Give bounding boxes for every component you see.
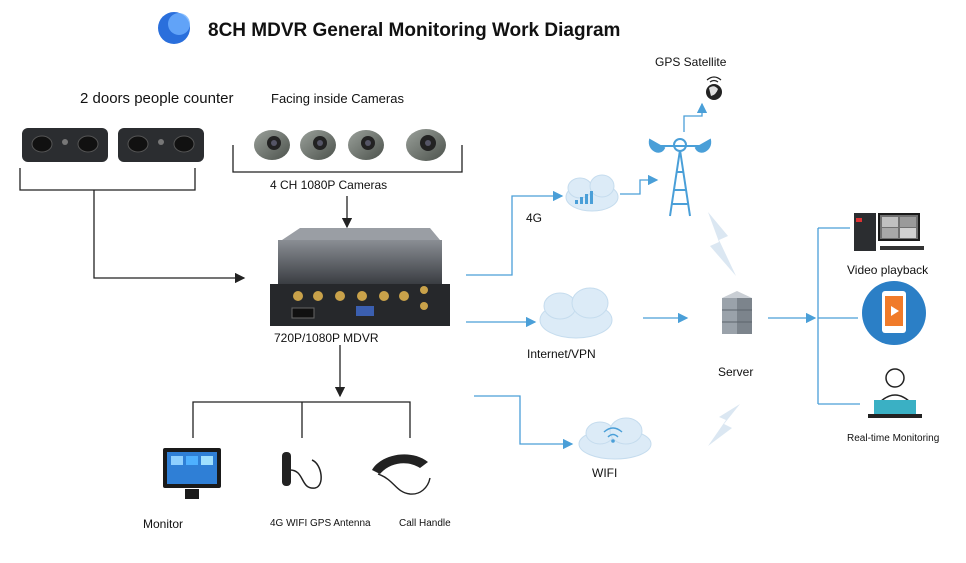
wifi-label: WIFI <box>592 466 618 480</box>
monitor-icon <box>163 448 221 499</box>
lightning-icon <box>708 212 736 276</box>
phone-icon <box>862 281 926 345</box>
cloud-icon <box>578 417 652 460</box>
server-icon <box>722 291 752 334</box>
antenna-icon <box>282 452 322 489</box>
counter-to-mdvr-arrow <box>93 190 246 284</box>
inside-cameras-label: Facing inside Cameras <box>271 91 404 106</box>
people-counter-icon <box>118 128 204 162</box>
video-playback-label: Video playback <box>847 263 929 277</box>
server-label: Server <box>718 365 754 379</box>
4g-label: 4G <box>526 211 543 225</box>
mdvr-box-icon <box>270 228 450 326</box>
page-title: 8CH MDVR General Monitoring Work Diagram <box>208 20 621 41</box>
people-counter-bracket <box>19 168 196 191</box>
internet-label: Internet/VPN <box>527 347 596 361</box>
people-counter-label: 2 doors people counter <box>80 90 234 107</box>
dome-camera-icon <box>406 129 446 161</box>
call-handle-icon <box>372 454 431 495</box>
camera-bracket <box>232 145 463 173</box>
peripherals-bracket <box>192 401 411 438</box>
cloud-icon <box>539 287 613 339</box>
logo-icon <box>158 12 190 44</box>
desktop-icon <box>854 213 924 251</box>
dome-camera-icon <box>254 130 290 160</box>
dome-camera-icon <box>348 130 384 160</box>
lightning-icon <box>708 404 740 446</box>
gps-satellite-icon <box>706 76 722 100</box>
call-handle-label: Call Handle <box>399 518 451 529</box>
signal-tower-icon <box>648 138 712 217</box>
realtime-label: Real-time Monitoring <box>847 433 940 444</box>
4g-to-tower-arrow <box>620 174 659 195</box>
antenna-label: 4G WIFI GPS Antenna <box>270 518 371 529</box>
mdvr-to-4g-line <box>466 190 564 276</box>
monitor-label: Monitor <box>143 517 184 531</box>
people-counter-icon <box>22 128 108 162</box>
dome-camera-icon <box>300 130 336 160</box>
cameras-4ch-label: 4 CH 1080P Cameras <box>270 178 388 192</box>
mdvr-label: 720P/1080P MDVR <box>274 331 379 345</box>
operator-icon <box>868 368 922 418</box>
gps-label: GPS Satellite <box>655 55 727 69</box>
tower-to-gps-arrow <box>683 102 708 132</box>
mdvr-to-wifi-line <box>474 395 574 450</box>
clients-bracket <box>817 227 860 405</box>
